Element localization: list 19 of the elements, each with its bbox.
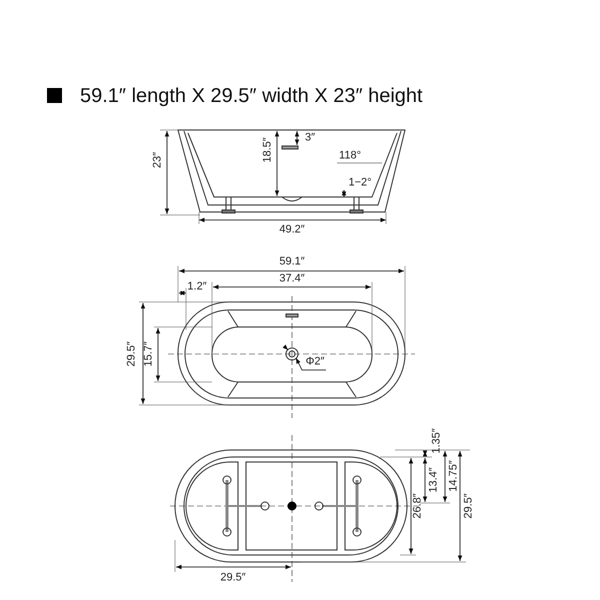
dimension-label: 26.8″ [412,493,424,519]
dimension-label: 23″ [152,152,164,168]
dimension-label: 15.7″ [144,341,154,367]
dimension-label: 1.2″ [187,282,207,292]
dimension-label: 29.5″ [220,572,246,584]
dimension-label: 59.1″ [279,256,305,268]
heading: 59.1″ length X 29.5″ width X 23″ height [80,86,423,106]
dimension-label: Φ2″ [306,356,324,368]
dimension-label: 29.5″ [126,341,138,367]
dimension-label: 1.35″ [432,428,442,454]
dimension-label: 3″ [305,132,315,144]
dimension-label: 13.4″ [428,467,440,493]
dimension-label: 18.5″ [262,137,274,163]
dimension-label: 14.75″ [448,460,460,492]
dimension-label: 1−2° [348,178,372,188]
dimension-label: 29.5″ [464,493,474,519]
dimension-label: 118° [339,150,361,162]
dimension-label: 49.2″ [279,224,305,236]
dimension-label: 37.4″ [279,274,305,284]
